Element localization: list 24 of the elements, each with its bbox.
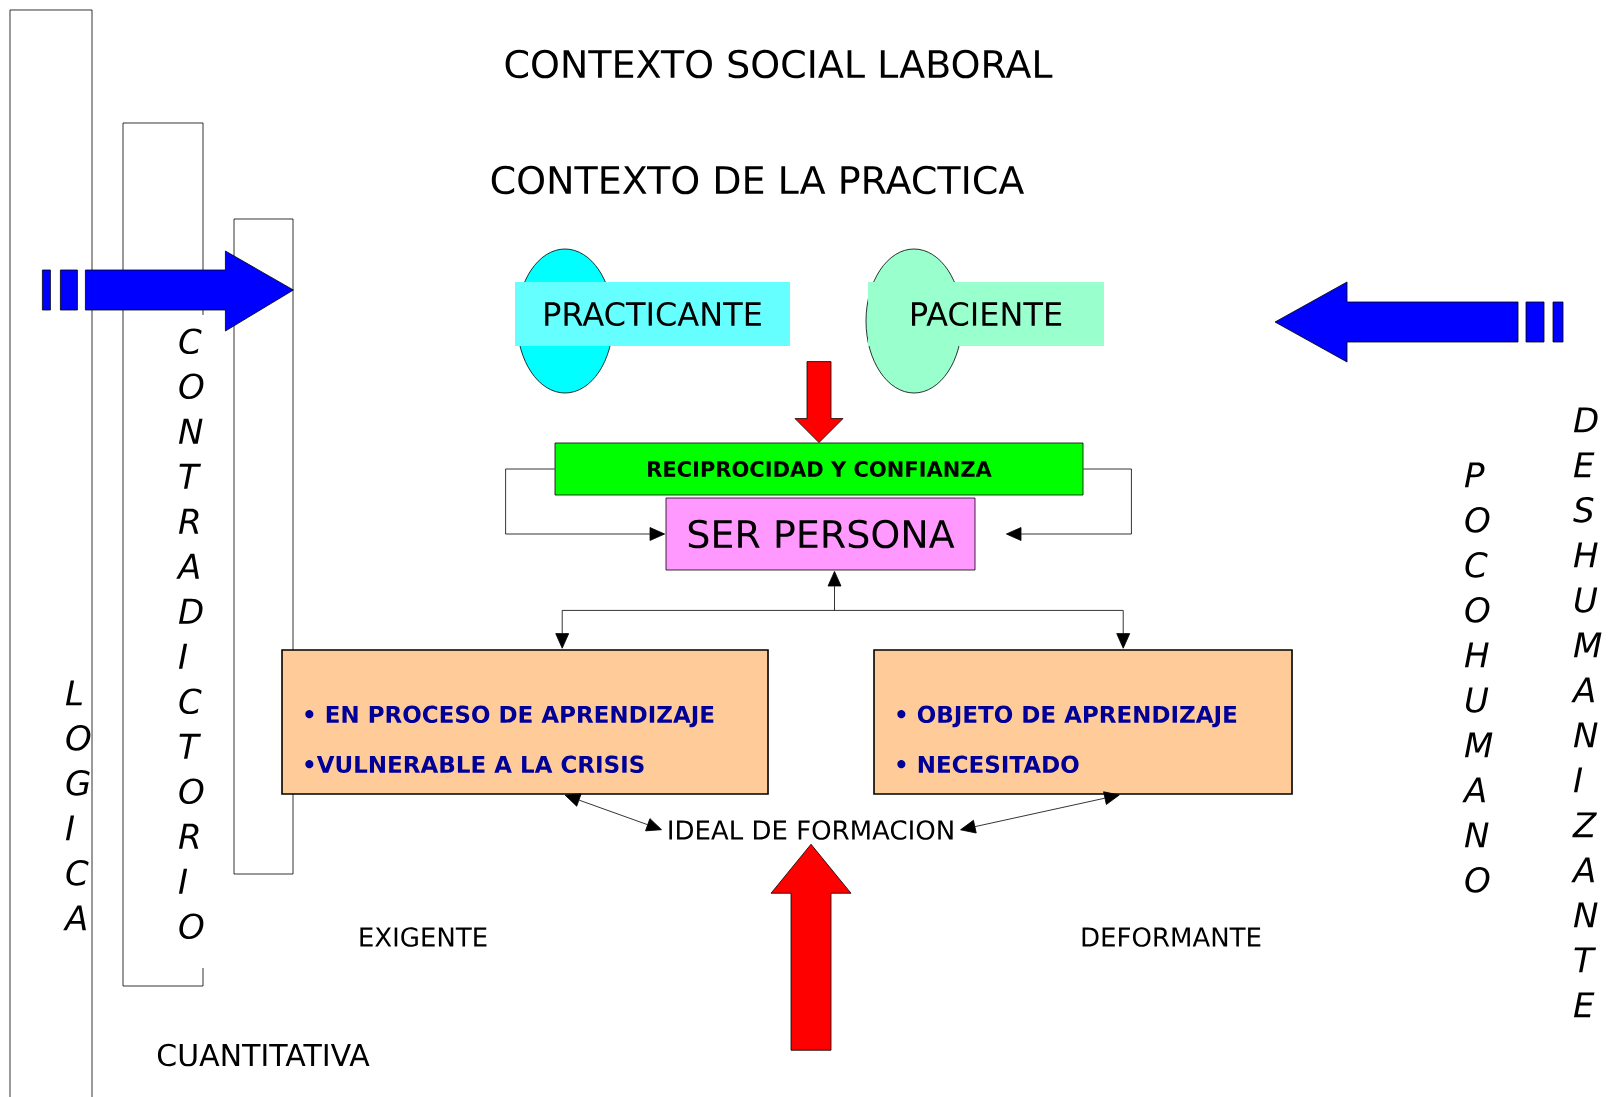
vertical-band: CONTRADICTORIO <box>122 122 204 987</box>
text-label: CUANTITATIVA <box>157 1043 370 1067</box>
vertical-text: POCO HUMANO <box>1462 462 1493 893</box>
vertical-text: DESHUMANIZANTE <box>1571 407 1602 1018</box>
block-arrow <box>42 250 294 332</box>
arrow <box>1006 468 1132 541</box>
heading: CONTEXTO SOCIAL LABORAL <box>505 49 1053 79</box>
bullet-box: • OBJETO DE APRENDIZAJE • NECESITADO <box>873 649 1293 795</box>
label-box: PRACTICANTE <box>515 248 790 394</box>
label-box: PACIENTE <box>865 248 1104 394</box>
banner-box: RECIPROCIDAD Y CONFIANZA <box>554 442 1084 496</box>
text-label: DEFORMANTE <box>1082 927 1261 947</box>
heading: CONTEXTO DE LA PRACTICA <box>491 165 1024 195</box>
block-arrow <box>770 843 852 1051</box>
arrow <box>564 793 662 832</box>
bullet-box: • EN PROCESO DE APRENDIZAJE •VULNERABLE A LA CRISIS <box>281 649 769 795</box>
arrow <box>960 791 1120 834</box>
vertical-band: LOGICA <box>9 9 93 1097</box>
text-label: IDEAL DE FORMACION <box>669 820 953 840</box>
text-label: EXIGENTE <box>360 927 487 947</box>
arrow <box>555 571 1131 649</box>
process-box: SER PERSONA <box>665 497 976 571</box>
arrow <box>505 468 665 541</box>
block-arrow <box>794 361 844 443</box>
